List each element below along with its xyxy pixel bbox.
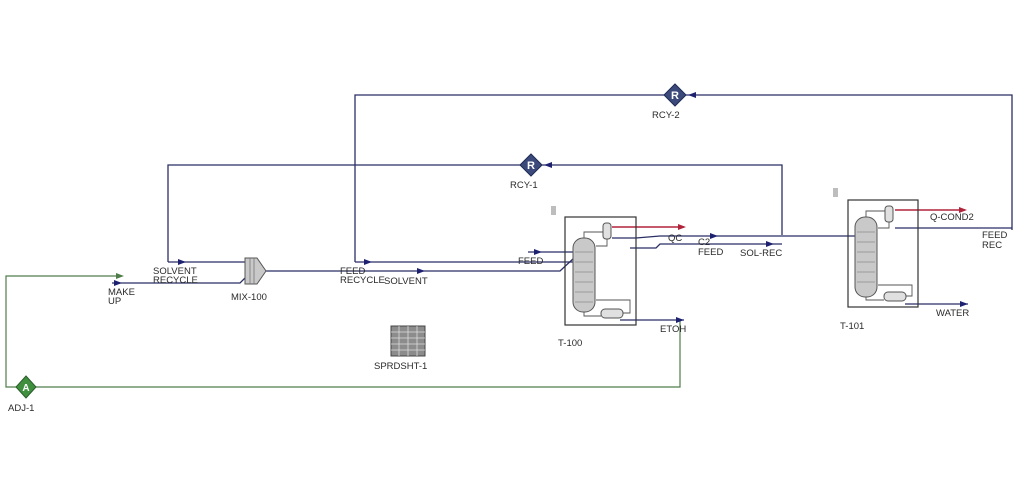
- column-t-101[interactable]: [847, 199, 919, 308]
- column-t-100-tag: [551, 206, 556, 215]
- stream-sol-rec-loop[interactable]: [542, 164, 783, 235]
- label-solvent-recycle-1: SOLVENT: [153, 266, 197, 277]
- recycle-rcy-1-letter: R: [527, 160, 535, 172]
- stream-feed-recycle-loop[interactable]: [354, 94, 664, 262]
- spreadsheet-icon[interactable]: [390, 325, 426, 357]
- label-etoh: ETOH: [660, 324, 686, 335]
- adjust-adj-1-icon[interactable]: A: [15, 375, 37, 399]
- label-c2-feed-1: C2: [698, 237, 710, 248]
- recycle-rcy-2-letter: R: [671, 90, 679, 102]
- label-water: WATER: [936, 308, 969, 319]
- stream-solvent-to-t100[interactable]: [430, 257, 575, 272]
- stream-solvent-recycle-loop[interactable]: [167, 164, 520, 262]
- stream-arrows: [114, 92, 968, 323]
- column-t-101-tag: [833, 188, 838, 197]
- label-rcy-2: RCY-2: [652, 110, 680, 121]
- label-feed-recycle-1: FEED: [340, 266, 365, 277]
- stream-sol-rec[interactable]: [630, 243, 782, 249]
- recycle-rcy-1-icon[interactable]: R: [519, 153, 543, 177]
- label-q-cond2: Q-COND2: [930, 212, 974, 223]
- label-feed-recycle-2: RECYCLE: [340, 275, 385, 286]
- stream-c2-feed[interactable]: [612, 235, 858, 239]
- label-solvent: SOLVENT: [384, 276, 428, 287]
- label-t-100: T-100: [558, 338, 582, 349]
- adjust-signal-line[interactable]: [36, 320, 681, 388]
- recycle-rcy-2-icon[interactable]: R: [663, 83, 687, 107]
- stream-feed-rec-loop[interactable]: [686, 94, 1013, 230]
- label-c2-feed-2: FEED: [698, 247, 723, 258]
- stream-make-up[interactable]: [112, 277, 246, 284]
- label-make-up-2: UP: [108, 296, 121, 307]
- label-feed-rec-2: REC: [982, 240, 1002, 251]
- label-sprdsht-1: SPRDSHT-1: [374, 361, 427, 372]
- adjust-signal-line-left[interactable]: [5, 275, 118, 388]
- label-rcy-1: RCY-1: [510, 180, 538, 191]
- label-sol-rec: SOL-REC: [740, 248, 782, 259]
- label-mix-100: MIX-100: [231, 292, 267, 303]
- label-qc: QC: [668, 233, 682, 244]
- mixer-mix-100[interactable]: [244, 257, 267, 285]
- label-solvent-recycle-2: RECYCLE: [153, 275, 198, 286]
- column-t-100[interactable]: [564, 216, 637, 326]
- adjust-adj-1-letter: A: [22, 383, 29, 394]
- label-make-up-1: MAKE: [108, 287, 135, 298]
- label-t-101: T-101: [840, 321, 864, 332]
- label-feed: FEED: [518, 256, 543, 267]
- label-adj-1: ADJ-1: [8, 403, 34, 414]
- label-feed-rec-1: FEED: [982, 230, 1007, 241]
